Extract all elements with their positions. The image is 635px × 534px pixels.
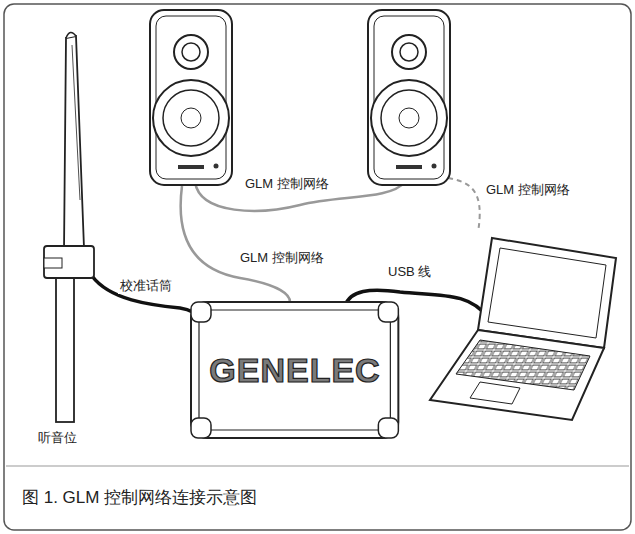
speaker xyxy=(368,10,450,185)
mic-cable xyxy=(92,276,206,322)
control-box: GENELEC xyxy=(189,300,400,440)
speaker xyxy=(150,10,232,185)
cable-label: GLM 控制网络 xyxy=(484,182,572,198)
cable-label: USB 线 xyxy=(386,264,433,280)
mic-label: 校准话筒 xyxy=(118,278,174,294)
frame xyxy=(4,4,631,530)
cable-label: GLM 控制网络 xyxy=(243,176,331,192)
position-label: 听音位 xyxy=(36,430,79,446)
network-cable xyxy=(181,186,290,302)
microphone xyxy=(44,32,94,422)
cable-label: GLM 控制网络 xyxy=(238,250,326,266)
brand-name: GENELEC xyxy=(209,351,380,390)
caption-rule xyxy=(6,466,629,467)
caption: 图 1. GLM 控制网络连接示意图 xyxy=(22,486,257,509)
laptop xyxy=(430,238,616,420)
network-cable-dashed xyxy=(448,178,480,232)
